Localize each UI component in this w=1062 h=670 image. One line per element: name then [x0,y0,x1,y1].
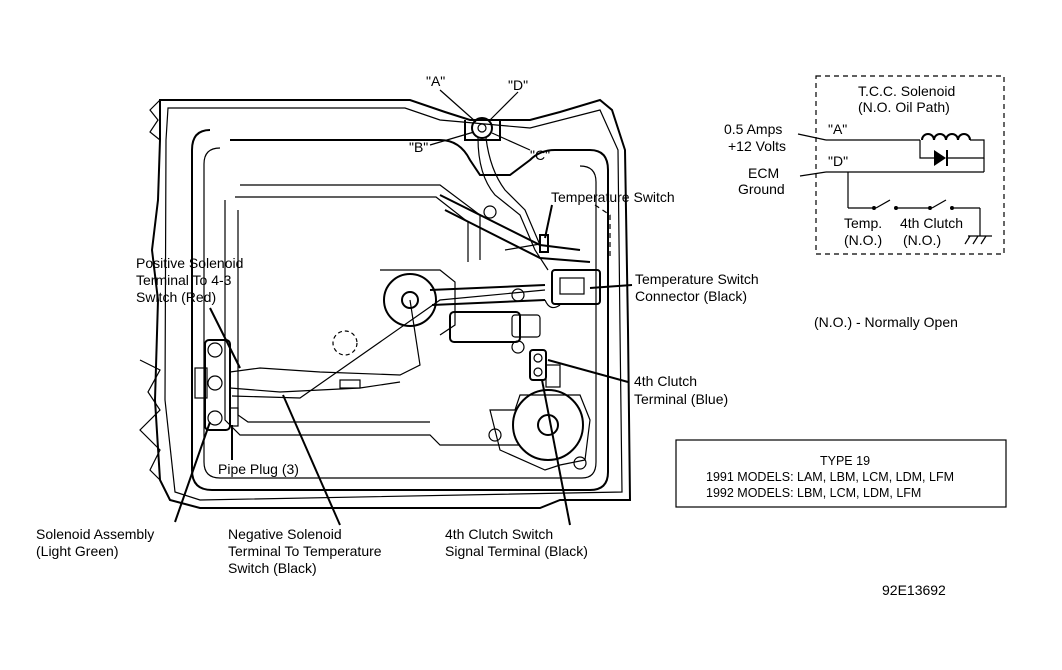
schematic-title-line1: T.C.C. Solenoid [858,83,955,99]
schematic-pin-d-label: "D" [828,153,848,169]
fourth-clutch-signal-label-line2: Signal Terminal (Black) [445,543,588,559]
normally-open-legend: (N.O.) - Normally Open [814,314,958,330]
negative-solenoid-label-line2: Terminal To Temperature [228,543,382,559]
schematic-temp-no-label: (N.O.) [844,232,882,248]
schematic-ground-label: Ground [738,181,785,197]
fourth-clutch-terminal-label-line2: Terminal (Blue) [634,391,728,407]
connector-a-label: "A" [426,73,445,89]
negative-solenoid-label-line1: Negative Solenoid [228,526,342,542]
fourth-clutch-terminal-label-line1: 4th Clutch [634,373,697,389]
ground-symbol [964,235,992,245]
schematic-pin-a-label: "A" [828,121,847,137]
type-title: TYPE 19 [820,454,870,468]
schematic-title-line2: (N.O. Oil Path) [858,99,950,115]
schematic-ecm-label: ECM [748,165,779,181]
positive-solenoid-label-line1: Positive Solenoid [136,255,243,271]
schematic-clutch-no-label: (N.O.) [903,232,941,248]
schematic-volts-label: +12 Volts [728,138,786,154]
temp-switch-symbol [875,199,891,209]
fourth-clutch-signal-label-line1: 4th Clutch Switch [445,526,553,542]
solenoid-assembly-label-line2: (Light Green) [36,543,118,559]
tcc-solenoid-schematic: T.C.C. Solenoid (N.O. Oil Path) 0.5 Amps… [724,75,1005,255]
positive-solenoid-label-line3: Switch (Red) [136,289,216,305]
solenoid-assembly-label-line1: Solenoid Assembly [36,526,154,542]
temp-switch-connector-label-line2: Connector (Black) [635,288,747,304]
schematic-clutch-label: 4th Clutch [900,215,963,231]
connector-d-label: "D" [508,77,528,93]
leader-lines [174,89,633,526]
connector-c-label: "C" [530,147,550,163]
diagram-labels: "A" "D" "B" "C" Temperature Switch Posit… [36,73,759,576]
models-1992: 1992 MODELS: LBM, LCM, LDM, LFM [706,486,921,500]
clutch-switch-symbol [931,199,947,209]
transmission-case-drawing [139,98,632,509]
pipe-plug-label: Pipe Plug (3) [218,461,299,477]
models-1991: 1991 MODELS: LAM, LBM, LCM, LDM, LFM [706,470,954,484]
schematic-temp-label: Temp. [844,215,882,231]
negative-solenoid-label-line3: Switch (Black) [228,560,317,576]
diode-symbol [934,150,946,166]
connector-b-label: "B" [409,139,428,155]
schematic-amps-label: 0.5 Amps [724,121,782,137]
coil-symbol [921,133,971,141]
positive-solenoid-label-line2: Terminal To 4-3 [136,272,232,288]
figure-id: 92E13692 [882,582,946,598]
temperature-switch-label: Temperature Switch [551,189,675,205]
temp-switch-connector-label-line1: Temperature Switch [635,271,759,287]
type-info-box: TYPE 19 1991 MODELS: LAM, LBM, LCM, LDM,… [675,439,1007,508]
